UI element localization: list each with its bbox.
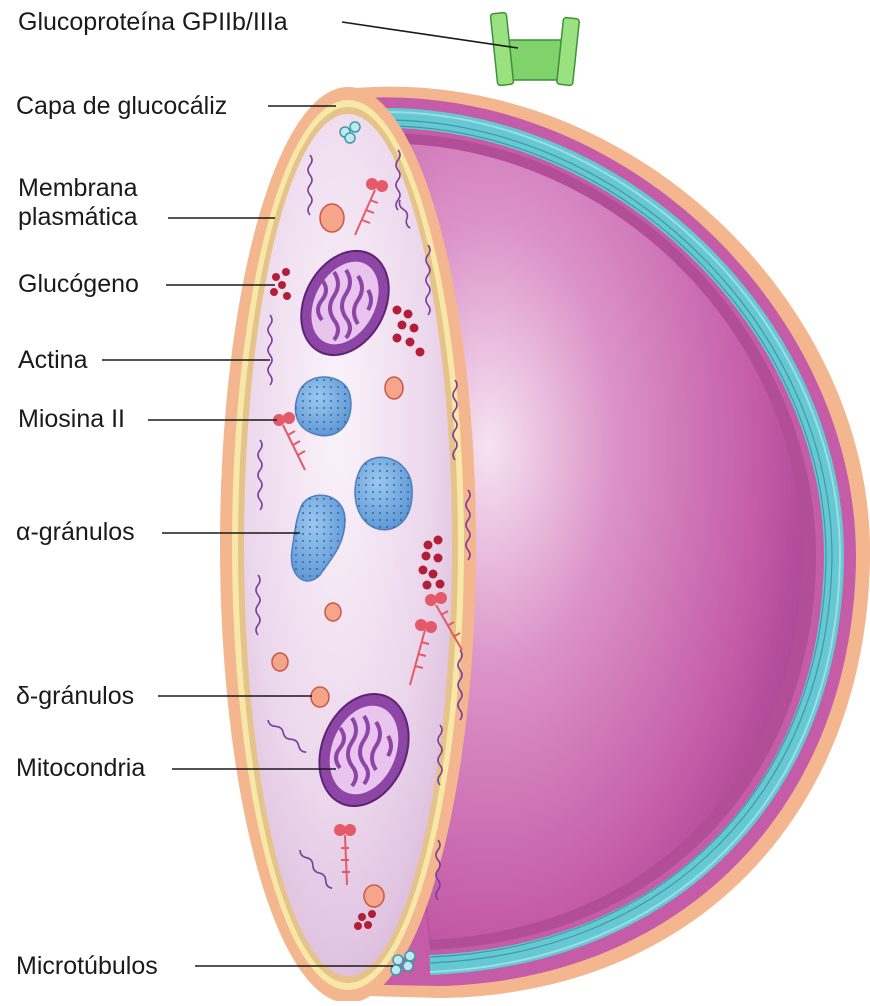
glycoprotein-gpiib-iiia (490, 12, 579, 85)
label-membrane-line2: plasmática (18, 203, 138, 232)
label-glycoprotein: Glucoproteína GPIIb/IIIa (18, 8, 288, 37)
label-delta-granules: δ-gránulos (16, 682, 134, 711)
cytoplasm (244, 114, 452, 976)
label-mitochondria: Mitocondria (16, 754, 145, 783)
label-alpha-granules: α-gránulos (16, 518, 135, 547)
alpha-granule-1 (295, 377, 350, 436)
label-myosin: Miosina II (18, 405, 125, 434)
label-membrane-line1: Membrana (18, 174, 138, 203)
label-glycogen: Glucógeno (18, 270, 139, 299)
label-glycocalyx: Capa de glucocáliz (16, 92, 227, 121)
label-microtubules: Microtúbulos (16, 952, 158, 981)
label-actin: Actina (18, 346, 87, 375)
alpha-granule-2 (355, 457, 412, 529)
